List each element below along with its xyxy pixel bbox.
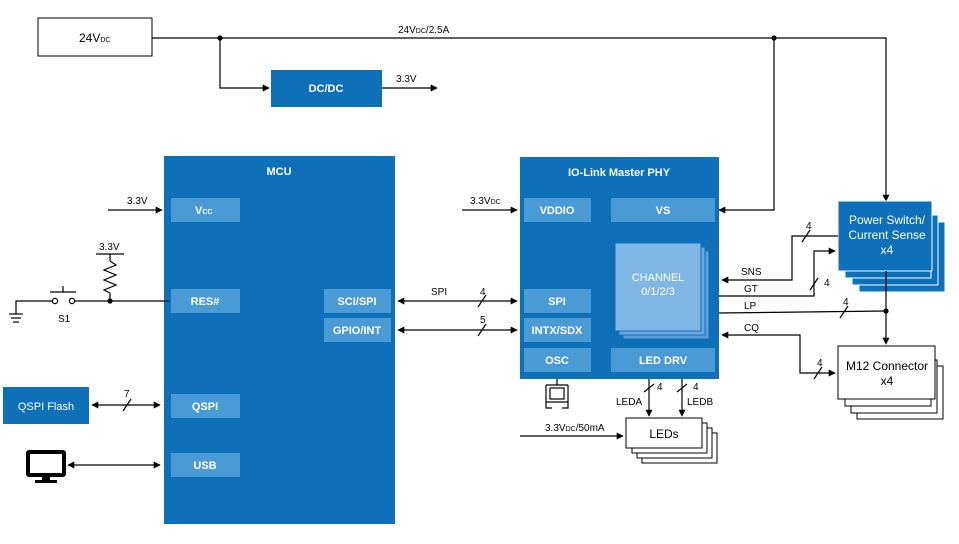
gpio-bus-width: 5: [480, 315, 486, 326]
gt-width: 4: [824, 278, 830, 289]
ground-icon: [9, 313, 23, 323]
power-bus-sub: DC: [416, 28, 426, 35]
mcu-title: MCU: [266, 166, 291, 178]
leds-block: LEDs: [625, 417, 718, 464]
svg-text:24VDC/2.5A: 24VDC/2.5A: [398, 25, 450, 36]
mcu-qspi: QSPI: [192, 401, 218, 413]
ledb-width: 4: [693, 382, 699, 393]
ledb-label: LEDB: [687, 397, 713, 408]
leds-label: LEDs: [649, 427, 678, 441]
dcdc-out-label: 3.3V: [396, 74, 417, 85]
phy-led-drv: LED DRV: [639, 355, 688, 367]
resistor-icon: [102, 260, 118, 294]
m12-line2: x4: [881, 374, 894, 388]
crystal-icon: [545, 379, 569, 409]
lp-width: 4: [843, 297, 849, 308]
power-switch-line2: Current Sense: [848, 228, 926, 242]
gpio-bus: 5: [397, 315, 518, 337]
gt-signal: 4 GT: [719, 247, 836, 297]
phy-osc: OSC: [545, 355, 569, 367]
phy-vddio: VDDIO: [540, 205, 575, 217]
dcdc-block: DC/DC 3.3V: [271, 70, 438, 107]
monitor-icon: [26, 450, 66, 483]
dcdc-label: DC/DC: [309, 83, 344, 95]
mcu-sci-spi: SCI/SPI: [337, 296, 376, 308]
mcu-vcc-in-label: 3.3V: [127, 196, 148, 207]
phy-channel-line2: 0/1/2/3: [641, 286, 675, 298]
gt-label: GT: [744, 284, 758, 295]
sns-signal: 4 SNS: [721, 221, 838, 284]
cq-label: CQ: [744, 323, 759, 334]
mcu-res: RES#: [191, 296, 220, 308]
power-switch-line1: Power Switch/: [849, 213, 926, 227]
m12-line1: M12 Connector: [846, 359, 928, 373]
qspi-flash: QSPI Flash 7: [3, 387, 161, 424]
mcu-usb: USB: [193, 460, 216, 472]
leds-supply-label: 3.3VDC/50mA: [545, 423, 605, 434]
spi-bus-width: 4: [480, 287, 486, 298]
phy-vs: VS: [656, 205, 671, 217]
power-bus-suffix: /2.5A: [426, 25, 450, 36]
power-switch-line3: x4: [881, 243, 894, 257]
power-switch-block: Power Switch/ Current Sense x4: [837, 200, 946, 293]
reset-pullup-label: 3.3V: [99, 242, 120, 253]
lp-signal: 4 LP: [718, 271, 890, 345]
power-bus-label: 24V: [398, 25, 416, 36]
m12-connector-block: M12 Connector x4: [837, 345, 944, 420]
qspi-flash-label: QSPI Flash: [18, 401, 74, 413]
phy-intx-sdx: INTX/SDX: [532, 325, 583, 337]
spi-bus: SPI 4: [397, 287, 518, 308]
cq-signal: 4 CQ: [721, 323, 836, 380]
reset-switch-label: S1: [58, 314, 71, 325]
leda-width: 4: [657, 382, 663, 393]
phy-channel-line1: CHANNEL: [632, 272, 685, 284]
spi-bus-label: SPI: [431, 287, 447, 298]
sns-label: SNS: [741, 267, 762, 278]
phy-vddio-in-label: 3.3VDC: [470, 196, 501, 207]
phy-spi: SPI: [548, 296, 566, 308]
phy-channel-stack: CHANNEL 0/1/2/3: [614, 242, 710, 340]
mcu-block: MCU VCC RES# SCI/SPI GPIO/INT QSPI USB: [164, 156, 395, 524]
lp-label: LP: [744, 301, 757, 312]
power-source-label: 24V: [79, 31, 100, 45]
svg-text:24VDC: 24VDC: [79, 31, 110, 45]
power-source-sub: DC: [100, 37, 110, 44]
leda-label: LEDA: [616, 397, 642, 408]
phy-title: IO-Link Master PHY: [568, 167, 671, 179]
mcu-vcc: VCC: [195, 205, 212, 217]
phy-block: IO-Link Master PHY VDDIO VS SPI INTX/SDX…: [520, 157, 719, 379]
power-switch-width: 4: [806, 221, 812, 232]
qspi-bus-width: 7: [124, 389, 130, 400]
power-source: 24VDC: [37, 17, 153, 57]
reset-circuit: 3.3V S1: [9, 242, 169, 325]
mcu-gpio-int: GPIO/INT: [333, 325, 382, 337]
power-bus: 24VDC/2.5A: [152, 25, 890, 214]
cq-width: 4: [817, 358, 823, 369]
